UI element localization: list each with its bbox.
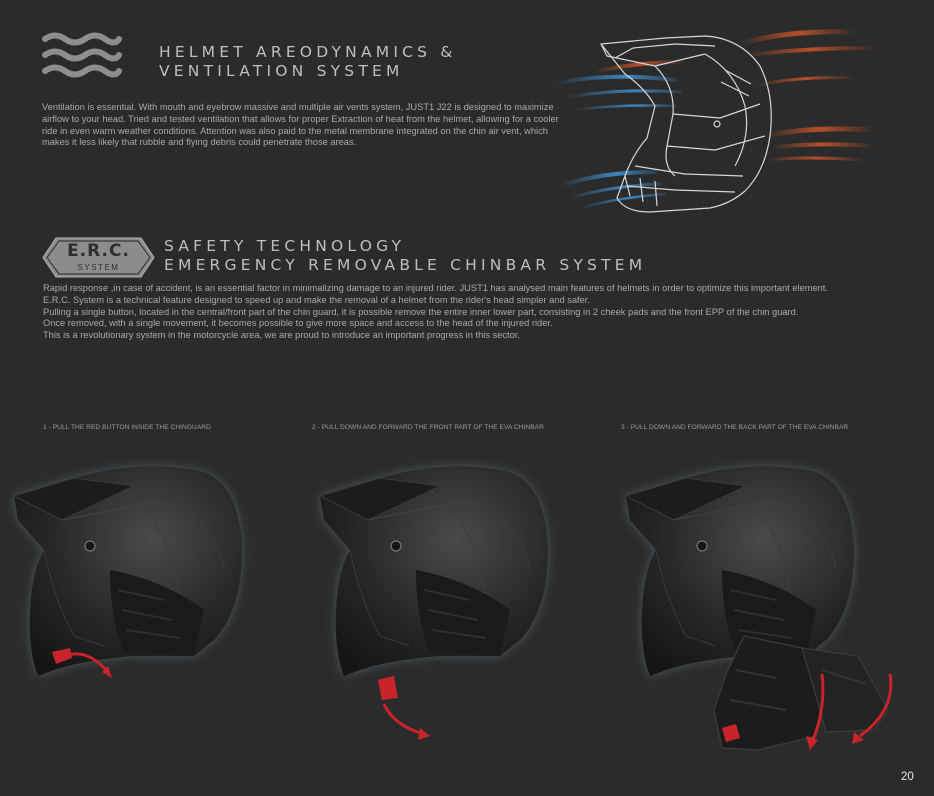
safety-paragraph: Pulling a single button, located in the …: [43, 306, 799, 317]
safety-paragraph: This is a revolutionary system in the mo…: [43, 330, 520, 341]
safety-paragraph: Rapid response ,in case of accident, is …: [43, 283, 828, 293]
step-3-helmet-illustration: [626, 460, 893, 751]
safety-paragraph: Once removed, with a single movement, it…: [43, 318, 553, 329]
safety-paragraph: E.R.C. System is a technical feature des…: [43, 294, 590, 305]
erc-badge-sub: SYSTEM: [77, 263, 120, 272]
step-1-caption: 1 - PULL THE RED BUTTON INSIDE THE CHING…: [43, 424, 211, 431]
warm-airflow-streaks: [593, 29, 878, 162]
step-3-caption: 3 - PULL DOWN AND FORWARD THE BACK PART …: [621, 424, 849, 431]
red-release-button: [52, 648, 72, 664]
pull-down-arrow-icon: [810, 673, 825, 743]
ventilation-heading: HELMET AREODYNAMICS & VENTILATION SYSTEM: [159, 43, 457, 81]
helmet-line-art: [600, 35, 772, 213]
ventilation-body: Ventilation is essential. With mouth and…: [42, 102, 559, 148]
removed-chinbar-pads: [713, 635, 889, 751]
pull-down-arrow-icon: [382, 703, 425, 736]
safety-heading-line1: SAFETY TECHNOLOGY: [164, 237, 406, 255]
step-1-helmet-illustration: [14, 460, 244, 678]
safety-body: Rapid response ,in case of accident, is …: [43, 283, 879, 342]
ventilation-heading-line1: HELMET AREODYNAMICS &: [159, 43, 457, 61]
cool-airflow-streaks: [553, 74, 682, 210]
safety-heading: SAFETY TECHNOLOGY EMERGENCY REMOVABLE CH…: [164, 237, 646, 275]
ventilation-heading-line2: VENTILATION SYSTEM: [159, 62, 404, 80]
erc-badge-main: E.R.C.: [67, 241, 130, 261]
page-number: 20: [901, 771, 914, 783]
step-2-helmet-illustration: [320, 460, 550, 740]
safety-heading-line2: EMERGENCY REMOVABLE CHINBAR SYSTEM: [164, 256, 647, 274]
step-2-caption: 2 - PULL DOWN AND FORWARD THE FRONT PART…: [312, 424, 544, 431]
airflow-waves-icon: [42, 32, 122, 78]
helmet-airflow-illustration: [553, 29, 878, 213]
pull-arrow-icon: [65, 652, 108, 672]
erc-badge: E.R.C. SYSTEM: [42, 237, 155, 278]
pull-down-arrow-icon: [859, 673, 893, 738]
